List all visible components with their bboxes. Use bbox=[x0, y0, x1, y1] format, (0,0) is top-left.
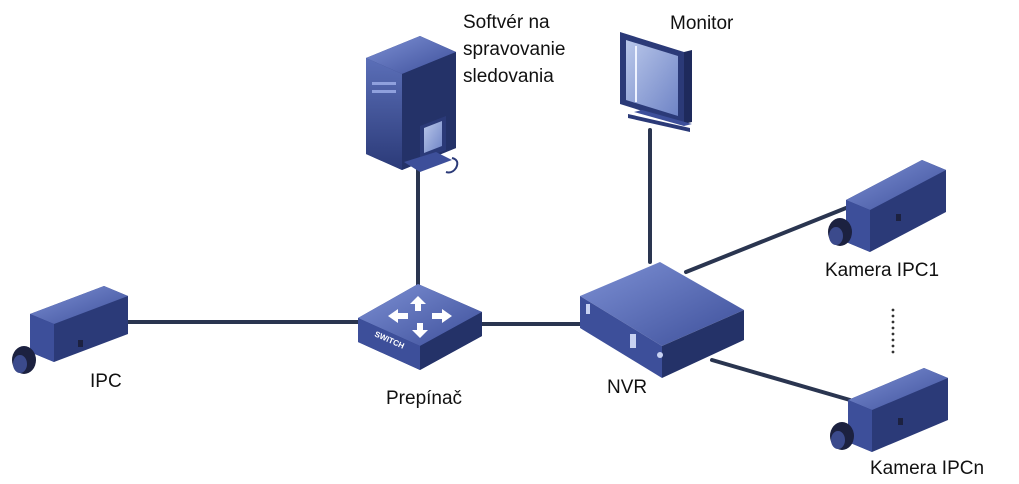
software-label-line1: Softvér na bbox=[463, 12, 550, 33]
monitor-icon bbox=[620, 32, 692, 132]
nvr-label: NVR bbox=[607, 377, 648, 398]
camera-ipc-icon bbox=[12, 286, 128, 374]
software-label-line2: spravovanie bbox=[463, 39, 566, 60]
camera-ipcn-icon bbox=[830, 368, 948, 452]
switch-label: Prepínač bbox=[386, 388, 463, 409]
switch-icon: SWITCH bbox=[358, 284, 482, 370]
cables bbox=[126, 128, 852, 402]
camera-ipc1-label: Kamera IPC1 bbox=[825, 260, 940, 281]
camera-ipc-label: IPC bbox=[90, 371, 122, 392]
software-label-line3: sledovania bbox=[463, 66, 554, 87]
more-cameras-dots bbox=[891, 308, 895, 354]
cable-nvr-ipc1 bbox=[684, 206, 848, 274]
computer-icon bbox=[366, 36, 459, 174]
nvr-icon bbox=[580, 262, 744, 378]
monitor-label: Monitor bbox=[670, 13, 734, 34]
camera-ipc1-icon bbox=[828, 160, 946, 252]
software-label: Softvér na spravovanie sledovania bbox=[463, 9, 565, 90]
camera-ipcn-label: Kamera IPCn bbox=[870, 458, 985, 479]
cable-nvr-ipcn bbox=[710, 358, 852, 402]
